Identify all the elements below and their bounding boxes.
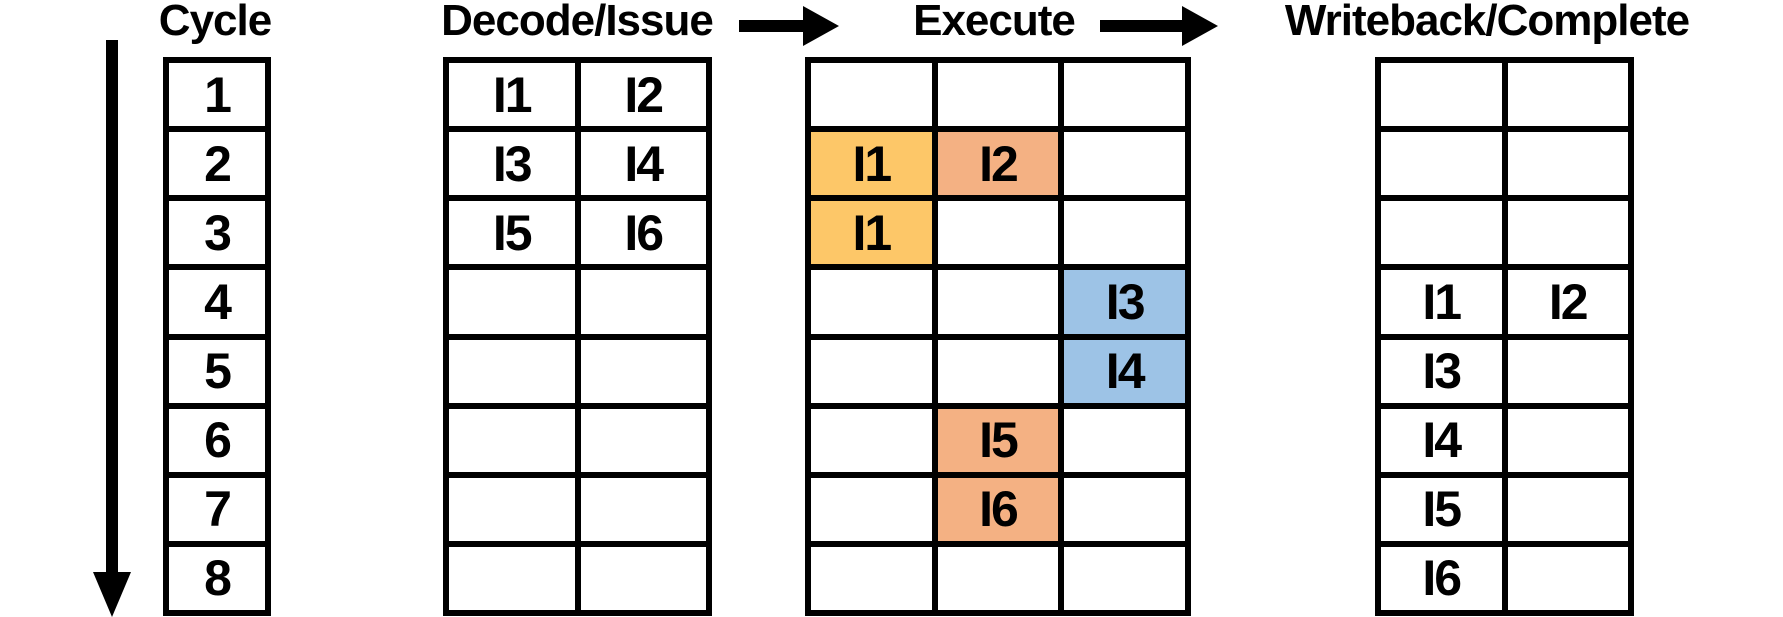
decode-cell-r4c1 [449, 270, 575, 334]
execute-cell-r5c3-I4: I4 [1064, 339, 1185, 403]
decode-cell-r2c2-I4: I4 [580, 132, 706, 196]
cycle-cell-r7c1-7: 7 [169, 477, 265, 541]
cycle-cell-r4c1-4: 4 [169, 270, 265, 334]
writeback-cell-r1c1 [1381, 63, 1502, 127]
writeback-cell-r6c2 [1507, 408, 1628, 472]
execute-cell-r7c3 [1064, 477, 1185, 541]
execute-cell-r1c1 [811, 63, 932, 127]
execute-cell-r2c2-I2: I2 [937, 132, 1059, 196]
execute-cell-r5c1 [811, 339, 932, 403]
writeback-cell-r2c2 [1507, 132, 1628, 196]
execute-cell-r3c1-I1: I1 [811, 201, 932, 265]
writeback-cell-r3c2 [1507, 201, 1628, 265]
execute-cell-r7c2-I6: I6 [937, 477, 1059, 541]
execute-cell-r6c1 [811, 408, 932, 472]
decode-cell-r8c2 [580, 546, 706, 610]
writeback-cell-r5c2 [1507, 339, 1628, 403]
decode-to-execute-arrow-icon [739, 6, 839, 46]
execute-cell-r5c2 [937, 339, 1059, 403]
execute-header: Execute [913, 0, 1076, 45]
decode-cell-r7c2 [580, 477, 706, 541]
decode-cell-r5c2 [580, 339, 706, 403]
decode-cell-r2c1-I3: I3 [449, 132, 575, 196]
writeback-cell-r7c2 [1507, 477, 1628, 541]
writeback-cell-r7c1-I5: I5 [1381, 477, 1502, 541]
decode-cell-r6c2 [580, 408, 706, 472]
cycle-cell-r3c1-3: 3 [169, 201, 265, 265]
execute-cell-r4c3-I3: I3 [1064, 270, 1185, 334]
execute-to-writeback-arrow-icon [1100, 6, 1218, 46]
decode-cell-r6c1 [449, 408, 575, 472]
cycle-cell-r6c1-6: 6 [169, 408, 265, 472]
decode-cell-r3c1-I5: I5 [449, 201, 575, 265]
execute-cell-r6c2-I5: I5 [937, 408, 1059, 472]
execute-cell-r2c3 [1064, 132, 1185, 196]
execute-cell-r2c1-I1: I1 [811, 132, 932, 196]
writeback-cell-r8c1-I6: I6 [1381, 546, 1502, 610]
execute-cell-r1c2 [937, 63, 1059, 127]
execute-cell-r8c3 [1064, 546, 1185, 610]
execute-cell-r8c1 [811, 546, 932, 610]
cycle-down-arrow-icon [93, 40, 131, 617]
decode-cell-r8c1 [449, 546, 575, 610]
decode-cell-r3c2-I6: I6 [580, 201, 706, 265]
execute-cell-r3c2 [937, 201, 1059, 265]
writeback-cell-r1c2 [1507, 63, 1628, 127]
execute-cell-r4c1 [811, 270, 932, 334]
writeback-cell-r5c1-I3: I3 [1381, 339, 1502, 403]
cycle-cell-r2c1-2: 2 [169, 132, 265, 196]
execute-cell-r8c2 [937, 546, 1059, 610]
writeback-cell-r4c2-I2: I2 [1507, 270, 1628, 334]
decode-cell-r1c2-I2: I2 [580, 63, 706, 127]
writeback-complete-header: Writeback/Complete [1284, 0, 1690, 45]
execute-cell-r1c3 [1064, 63, 1185, 127]
decode-cell-r7c1 [449, 477, 575, 541]
writeback-cell-r6c1-I4: I4 [1381, 408, 1502, 472]
execute-cell-r7c1 [811, 477, 932, 541]
execute-cell-r3c3 [1064, 201, 1185, 265]
decode-cell-r4c2 [580, 270, 706, 334]
decode-issue-header: Decode/Issue [441, 0, 714, 45]
cycle-cell-r1c1-1: 1 [169, 63, 265, 127]
writeback-cell-r2c1 [1381, 132, 1502, 196]
execute-cell-r6c3 [1064, 408, 1185, 472]
writeback-cell-r3c1 [1381, 201, 1502, 265]
cycle-cell-r5c1-5: 5 [169, 339, 265, 403]
cycle-header: Cycle [158, 0, 272, 45]
execute-cell-r4c2 [937, 270, 1059, 334]
writeback-cell-r8c2 [1507, 546, 1628, 610]
cycle-cell-r8c1-8: 8 [169, 546, 265, 610]
decode-cell-r1c1-I1: I1 [449, 63, 575, 127]
writeback-cell-r4c1-I1: I1 [1381, 270, 1502, 334]
decode-cell-r5c1 [449, 339, 575, 403]
